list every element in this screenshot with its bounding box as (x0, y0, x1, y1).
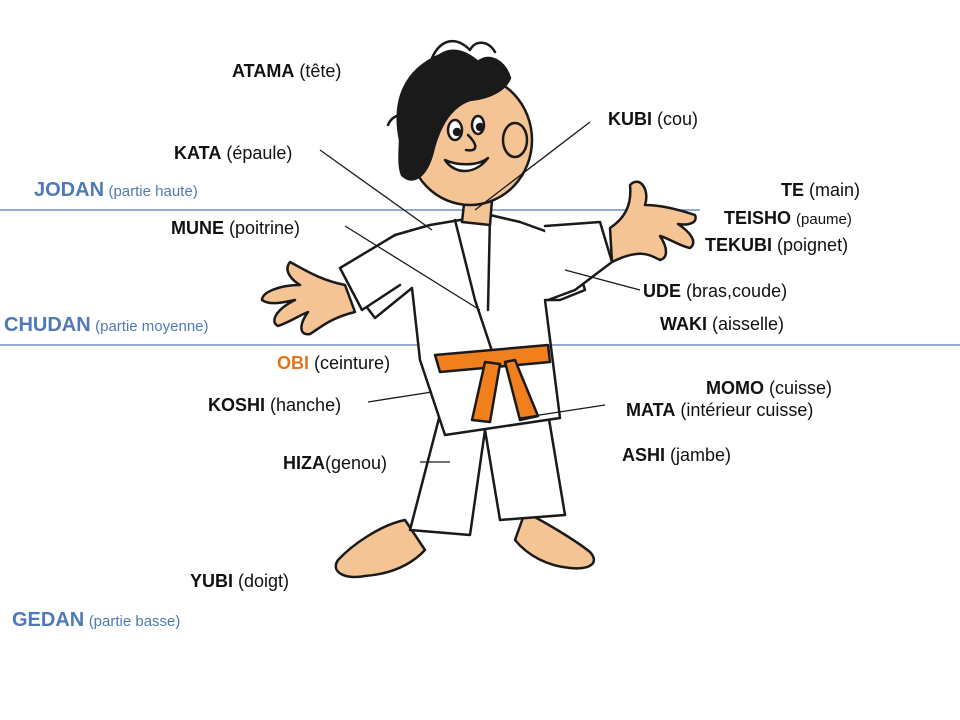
right-sleeve (543, 220, 614, 302)
leader-lines (319, 121, 641, 463)
label-ude-meaning: (bras,coude) (686, 281, 788, 301)
gi-lapel (453, 213, 497, 362)
label-hiza-meaning: (genou) (325, 453, 388, 473)
label-obi-meaning: (ceinture) (314, 353, 391, 373)
left-hand (260, 260, 357, 336)
judoka-figure (260, 39, 697, 579)
zone-jodan-desc: (partie haute) (108, 183, 198, 200)
label-obi-term: OBI (277, 353, 310, 373)
label-kubi-meaning: (cou) (657, 109, 699, 129)
label-waki-term: WAKI (660, 314, 707, 334)
label-atama-meaning: (tête) (299, 61, 342, 81)
hair-strands (386, 39, 497, 127)
zone-gedan-name: GEDAN (12, 609, 85, 631)
mata-leader (519, 404, 606, 419)
label-teisho: TEISHO (paume) (724, 207, 852, 231)
zone-jodan: JODAN (partie haute) (34, 178, 198, 204)
label-kubi: KUBI (cou) (608, 108, 698, 130)
nose (464, 133, 477, 152)
label-te-term: TE (781, 180, 805, 200)
label-hiza-term: HIZA (283, 453, 325, 473)
label-mata-term: MATA (626, 400, 676, 420)
label-mune: MUNE (poitrine) (171, 217, 300, 239)
label-koshi-meaning: (hanche) (270, 395, 342, 415)
label-ashi: ASHI (jambe) (622, 444, 731, 466)
belt-tail-left (470, 360, 502, 424)
label-momo: MOMO (cuisse) (706, 377, 832, 399)
kata-leader (319, 149, 433, 231)
ude-leader (564, 269, 641, 291)
label-momo-term: MOMO (706, 378, 764, 398)
label-obi: OBI (ceinture) (277, 352, 390, 374)
label-tekubi-meaning: (poignet) (777, 235, 849, 255)
zone-chudan-desc: (partie moyenne) (95, 318, 209, 335)
ear (501, 121, 529, 159)
label-kata-meaning: (épaule) (226, 143, 293, 163)
label-kata: KATA (épaule) (174, 142, 292, 164)
belt (433, 343, 552, 374)
belt-tail-right (503, 358, 540, 422)
label-ashi-term: ASHI (622, 445, 666, 465)
zone-jodan-name: JODAN (34, 179, 105, 201)
label-yubi-term: YUBI (190, 571, 234, 591)
right-foot (513, 510, 596, 570)
label-ude: UDE (bras,coude) (643, 280, 787, 302)
mune-leader (344, 225, 481, 311)
koshi-leader (367, 391, 433, 403)
label-ude-term: UDE (643, 281, 682, 301)
zone-chudan-name: CHUDAN (4, 314, 91, 336)
label-ashi-meaning: (jambe) (670, 445, 732, 465)
label-te-meaning: (main) (809, 180, 861, 200)
zone-gedan: GEDAN (partie basse) (12, 608, 180, 634)
label-momo-meaning: (cuisse) (769, 378, 833, 398)
label-kata-term: KATA (174, 143, 222, 163)
label-mune-term: MUNE (171, 218, 224, 238)
label-waki-meaning: (aisselle) (712, 314, 785, 334)
label-atama: ATAMA (tête) (232, 60, 341, 82)
label-koshi-term: KOSHI (208, 395, 266, 415)
label-yubi: YUBI (doigt) (190, 570, 289, 592)
label-koshi: KOSHI (hanche) (208, 394, 341, 416)
label-mata: MATA (intérieur cuisse) (626, 399, 813, 421)
zone-gedan-desc: (partie basse) (88, 613, 181, 630)
label-hiza: HIZA(genou) (283, 452, 387, 474)
label-te: TE (main) (781, 179, 860, 201)
zone-chudan: CHUDAN (partie moyenne) (4, 313, 209, 339)
label-mata-meaning: (intérieur cuisse) (680, 400, 814, 420)
right-hand (608, 180, 697, 264)
label-tekubi: TEKUBI (poignet) (705, 234, 848, 256)
label-mune-meaning: (poitrine) (229, 218, 301, 238)
left-foot (334, 518, 427, 579)
label-atama-term: ATAMA (232, 61, 295, 81)
kubi-leader (474, 121, 591, 211)
label-kubi-term: KUBI (608, 109, 652, 129)
label-teisho-term: TEISHO (724, 208, 792, 228)
mouth (443, 156, 490, 173)
hair (396, 49, 512, 181)
label-tekubi-term: TEKUBI (705, 235, 772, 255)
label-teisho-meaning: (paume) (796, 211, 852, 228)
label-yubi-meaning: (doigt) (238, 571, 290, 591)
left-sleeve (338, 233, 402, 312)
label-waki: WAKI (aisselle) (660, 313, 784, 335)
